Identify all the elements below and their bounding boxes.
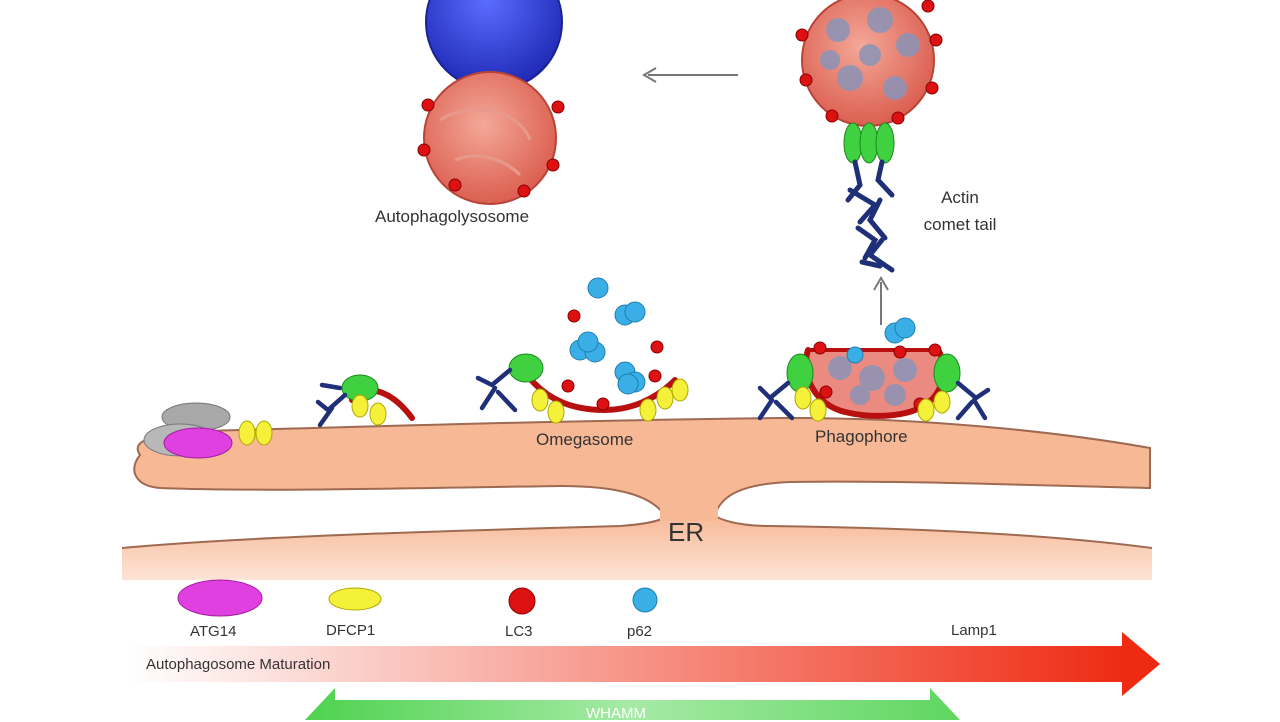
vesicle-lc3-dots: [795, 0, 943, 125]
legend-lc3-icon: [508, 587, 536, 615]
autophagolysosome-label: Autophagolysosome: [375, 207, 530, 226]
lamp1-label: Lamp1: [951, 622, 997, 639]
vesicle-cargo: [820, 7, 920, 100]
omegasome-label: Omegasome: [536, 430, 634, 449]
autophagosome-vesicle: [423, 71, 557, 205]
early-bud: [315, 374, 415, 428]
phagophore-label: Phagophore: [815, 427, 908, 446]
er-label: ER: [668, 517, 705, 547]
er-lower-sheet: [122, 514, 1152, 580]
er-membrane: [121, 416, 1153, 580]
legend-lc3-label: LC3: [505, 623, 533, 640]
maturation-arrow-left: [642, 67, 738, 83]
motile-vesicle: [795, 0, 943, 273]
initiation-site: [143, 402, 273, 459]
maturation-label: Autophagosome Maturation: [146, 656, 331, 673]
legend-atg14-icon: [177, 579, 263, 617]
actin-label-line2: comet tail: [923, 215, 997, 234]
whamm-label: WHAMM: [586, 705, 646, 722]
actin-comet-tail: [845, 159, 895, 273]
p62-cargo: [569, 277, 646, 395]
legend-p62-icon: [632, 587, 658, 613]
omegasome-actin: [475, 367, 518, 413]
vesicle-texture: [439, 108, 532, 177]
legend-dfcp1-label: DFCP1: [326, 622, 376, 639]
atg14-protein: [163, 427, 233, 459]
whamm-cluster: [843, 122, 895, 164]
actin-label-line1: Actin: [941, 188, 979, 207]
legend-dfcp1-icon: [328, 587, 382, 611]
maturation-gradient-arrow: [128, 632, 1160, 696]
autophagolysosome: [417, 0, 565, 205]
lc3-dots: [417, 98, 565, 198]
omegasome-lc3: [561, 309, 664, 411]
er-junction: [660, 505, 718, 521]
upward-arrow: [873, 276, 889, 325]
legend-icons: [177, 579, 658, 617]
omegasome-structure: [475, 277, 689, 424]
legend-atg14-label: ATG14: [190, 623, 237, 640]
er-lower-outline: [121, 513, 1153, 549]
legend-p62-label: p62: [627, 623, 653, 640]
phagophore-structure: [757, 317, 991, 422]
whamm-double-arrow: [305, 688, 960, 720]
er-upper-sheet: [133, 416, 1151, 516]
